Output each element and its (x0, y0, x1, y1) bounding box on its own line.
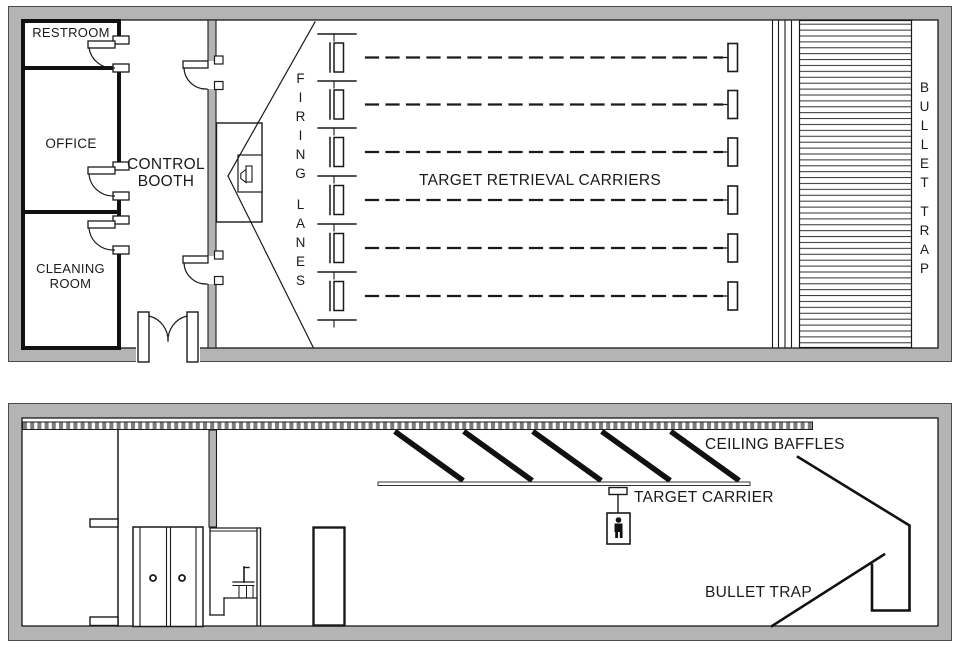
restroom-door-icon (87, 35, 130, 73)
ceiling-baffles (393, 429, 741, 483)
station-4 (329, 184, 345, 216)
bench-lower (89, 616, 119, 627)
bullet-trap-section-label: BULLET TRAP (705, 584, 812, 601)
lane-dividers (317, 33, 357, 328)
plan-view (8, 6, 952, 364)
stairs (209, 527, 262, 626)
office-room (21, 66, 121, 214)
section-left-structures (89, 429, 346, 628)
control-wall (182, 19, 224, 349)
rooms-block (21, 19, 121, 350)
station-2 (329, 89, 345, 120)
baffle-3 (531, 429, 603, 483)
cleaning-room-label: CLEANING ROOM (36, 261, 105, 292)
target-1 (727, 42, 739, 73)
station-3 (329, 136, 345, 168)
bullet-trap-hatch (798, 19, 913, 349)
restroom-label: RESTROOM (32, 25, 110, 40)
control-wall-door-upper-icon (182, 55, 224, 91)
section-bullet-trap (770, 455, 911, 628)
baffle-2 (462, 429, 534, 483)
carrier-dashed-lines (364, 56, 724, 298)
station-6 (329, 280, 345, 312)
baffle-4 (600, 429, 672, 483)
person-silhouette-icon (614, 517, 623, 538)
trap-label: TRAP (917, 204, 932, 280)
trap-deflector-lines (771, 20, 793, 349)
target-6 (727, 281, 739, 311)
section-view (8, 403, 952, 641)
target-2 (727, 89, 739, 120)
target-4 (727, 185, 739, 215)
office-label: OFFICE (45, 136, 97, 151)
room-doors (87, 35, 130, 255)
carrier-nubs (721, 56, 729, 297)
section-target-carrier (606, 486, 631, 545)
lanes-label: LANES (293, 197, 308, 292)
station-1 (329, 42, 345, 73)
office-door-icon (87, 161, 130, 201)
target-carrier-label: TARGET CARRIER (634, 489, 774, 506)
sight-cone (227, 21, 316, 348)
target-5 (727, 233, 739, 263)
elevation-double-door (132, 526, 204, 628)
cleaning-room (21, 210, 121, 350)
target-retrieval-carriers-label: TARGET RETRIEVAL CARRIERS (418, 172, 662, 189)
control-booth-label: CONTROL BOOTH (127, 156, 205, 191)
carrier-rail (377, 481, 751, 486)
monitor-icon (240, 165, 253, 184)
plan-targets (727, 42, 739, 311)
carrier-trolley (608, 486, 628, 496)
door-knob-right (178, 574, 186, 582)
station-5 (329, 232, 345, 264)
safety-barrier (312, 526, 346, 627)
section-control-wall (208, 429, 218, 528)
firing-label: FIRING (293, 71, 308, 185)
baffle-1 (393, 429, 465, 483)
ceiling-baffles-label: CEILING BAFFLES (705, 436, 845, 453)
bullet-label: BULLET (917, 80, 932, 194)
ceiling-band (22, 421, 813, 430)
shooting-stations (329, 42, 345, 312)
baffle-5 (669, 429, 741, 483)
control-wall-door-lower-icon (182, 250, 224, 286)
bench-upper (89, 518, 119, 528)
door-knob-left (149, 574, 157, 582)
target-3 (727, 137, 739, 167)
entrance-double-door-icon (136, 311, 200, 364)
control-desk (215, 122, 263, 223)
cleaning-room-door-icon (87, 215, 130, 255)
